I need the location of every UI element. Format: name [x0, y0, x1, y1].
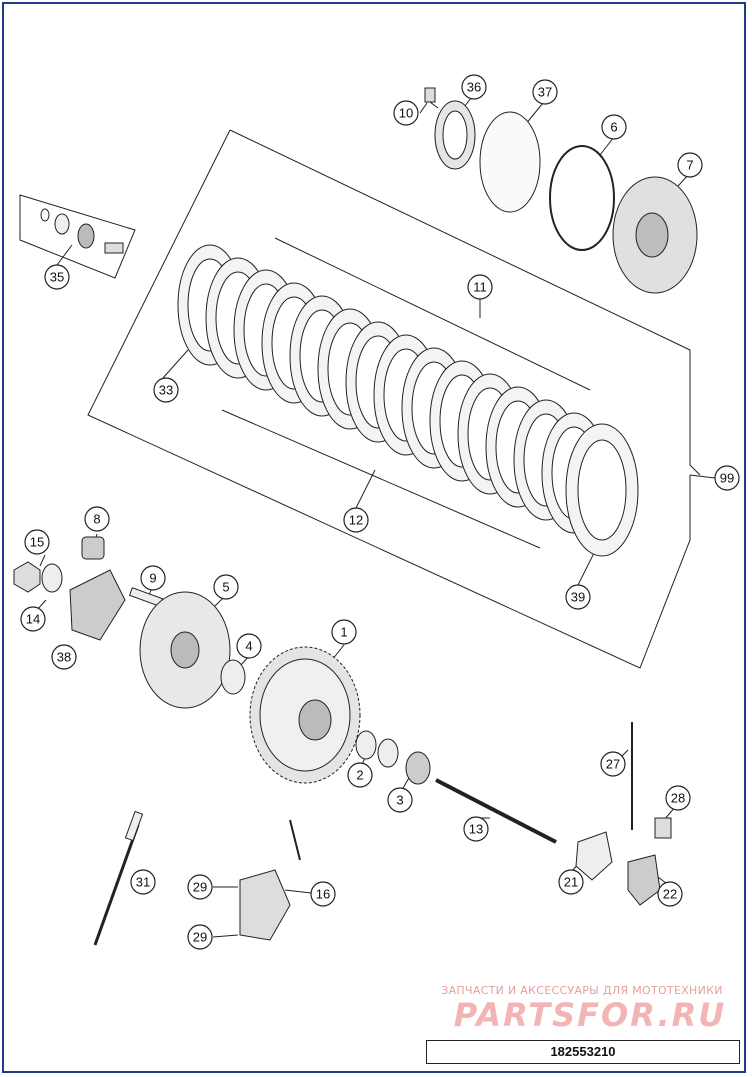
- svg-text:33: 33: [159, 383, 173, 398]
- bearing-36: [434, 100, 476, 170]
- svg-text:39: 39: [571, 590, 585, 605]
- svg-text:16: 16: [316, 887, 330, 902]
- callout-15: 15: [24, 529, 50, 555]
- callout-14: 14: [20, 606, 46, 632]
- callouts: 1 2 3 4 5 6 7 8 9 10 11 12 13 14 15 16 2…: [20, 74, 740, 950]
- callout-16: 16: [310, 881, 336, 907]
- svg-text:3: 3: [396, 793, 403, 808]
- primary-gear-1: [249, 646, 361, 784]
- svg-text:8: 8: [93, 512, 100, 527]
- callout-10: 10: [393, 100, 419, 126]
- washer-4: [220, 659, 246, 695]
- callout-7: 7: [677, 152, 703, 178]
- callout-99: 99: [714, 465, 740, 491]
- svg-text:10: 10: [399, 106, 413, 121]
- svg-text:11: 11: [473, 280, 487, 295]
- svg-text:29: 29: [193, 930, 207, 945]
- ring-6: [549, 145, 615, 251]
- callout-39: 39: [565, 584, 591, 610]
- svg-text:7: 7: [686, 158, 693, 173]
- svg-text:12: 12: [349, 513, 363, 528]
- callout-5: 5: [213, 574, 239, 600]
- svg-text:38: 38: [57, 650, 71, 665]
- right-parts: [575, 722, 672, 906]
- callout-2: 2: [347, 762, 373, 788]
- callout-4: 4: [236, 633, 262, 659]
- callout-36: 36: [461, 74, 487, 100]
- clutch-plate-stack: [177, 244, 639, 557]
- svg-text:29: 29: [193, 880, 207, 895]
- callout-9: 9: [140, 565, 166, 591]
- callout-31: 31: [130, 869, 156, 895]
- svg-text:22: 22: [663, 887, 677, 902]
- callout-13: 13: [463, 816, 489, 842]
- callout-21: 21: [558, 869, 584, 895]
- callout-3: 3: [387, 787, 413, 813]
- svg-text:4: 4: [245, 639, 252, 654]
- callout-37: 37: [532, 79, 558, 105]
- bottom-parts: [93, 810, 301, 946]
- callout-29-bottom: 29: [187, 924, 213, 950]
- part-set-35: [19, 194, 136, 279]
- svg-text:14: 14: [26, 612, 40, 627]
- callout-6: 6: [601, 114, 627, 140]
- svg-text:28: 28: [671, 791, 685, 806]
- svg-text:9: 9: [149, 571, 156, 586]
- svg-text:2: 2: [356, 768, 363, 783]
- callout-38: 38: [51, 644, 77, 670]
- disc-37: [479, 111, 541, 213]
- pressure-plate-7: [612, 176, 698, 294]
- callout-33: 33: [153, 377, 179, 403]
- callout-22: 22: [657, 881, 683, 907]
- svg-text:5: 5: [222, 580, 229, 595]
- leader-lines: [35, 97, 716, 938]
- bush-parts: [355, 730, 557, 844]
- watermark-subtitle: ЗАПЧАСТИ И АКСЕССУАРЫ ДЛЯ МОТОТЕХНИКИ: [441, 984, 723, 997]
- callout-28: 28: [665, 785, 691, 811]
- screw-10: [424, 87, 439, 109]
- callout-27: 27: [600, 751, 626, 777]
- svg-text:13: 13: [469, 822, 483, 837]
- callout-35: 35: [44, 264, 70, 290]
- svg-text:1: 1: [340, 625, 347, 640]
- svg-text:21: 21: [564, 875, 578, 890]
- svg-text:6: 6: [610, 120, 617, 135]
- svg-text:27: 27: [606, 757, 620, 772]
- top-parts: [424, 87, 698, 294]
- svg-text:36: 36: [467, 80, 481, 95]
- hub-group: [13, 536, 231, 709]
- callout-1: 1: [331, 619, 357, 645]
- callout-8: 8: [84, 506, 110, 532]
- callout-12: 12: [343, 507, 369, 533]
- watermark-brand: PARTSFOR.RU: [453, 996, 727, 1034]
- svg-text:37: 37: [538, 85, 552, 100]
- svg-text:35: 35: [50, 270, 64, 285]
- svg-text:15: 15: [30, 535, 44, 550]
- svg-text:31: 31: [136, 875, 150, 890]
- part-number-box: 182553210: [426, 1040, 740, 1064]
- callout-29-top: 29: [187, 874, 213, 900]
- callout-11: 11: [467, 274, 493, 300]
- svg-text:99: 99: [720, 471, 734, 486]
